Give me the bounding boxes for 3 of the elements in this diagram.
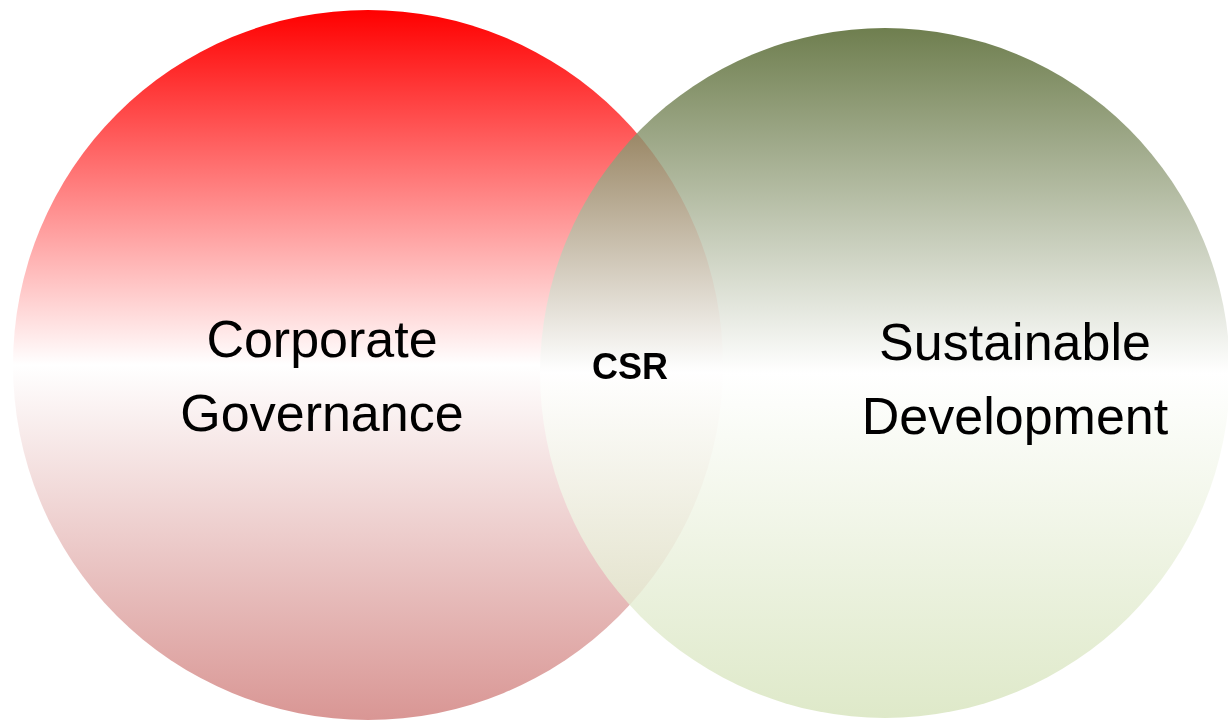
overlap-label: CSR xyxy=(591,346,669,388)
circle-label: Sustainable Development xyxy=(860,312,1170,447)
circle-label: Corporate Governance xyxy=(179,309,465,444)
